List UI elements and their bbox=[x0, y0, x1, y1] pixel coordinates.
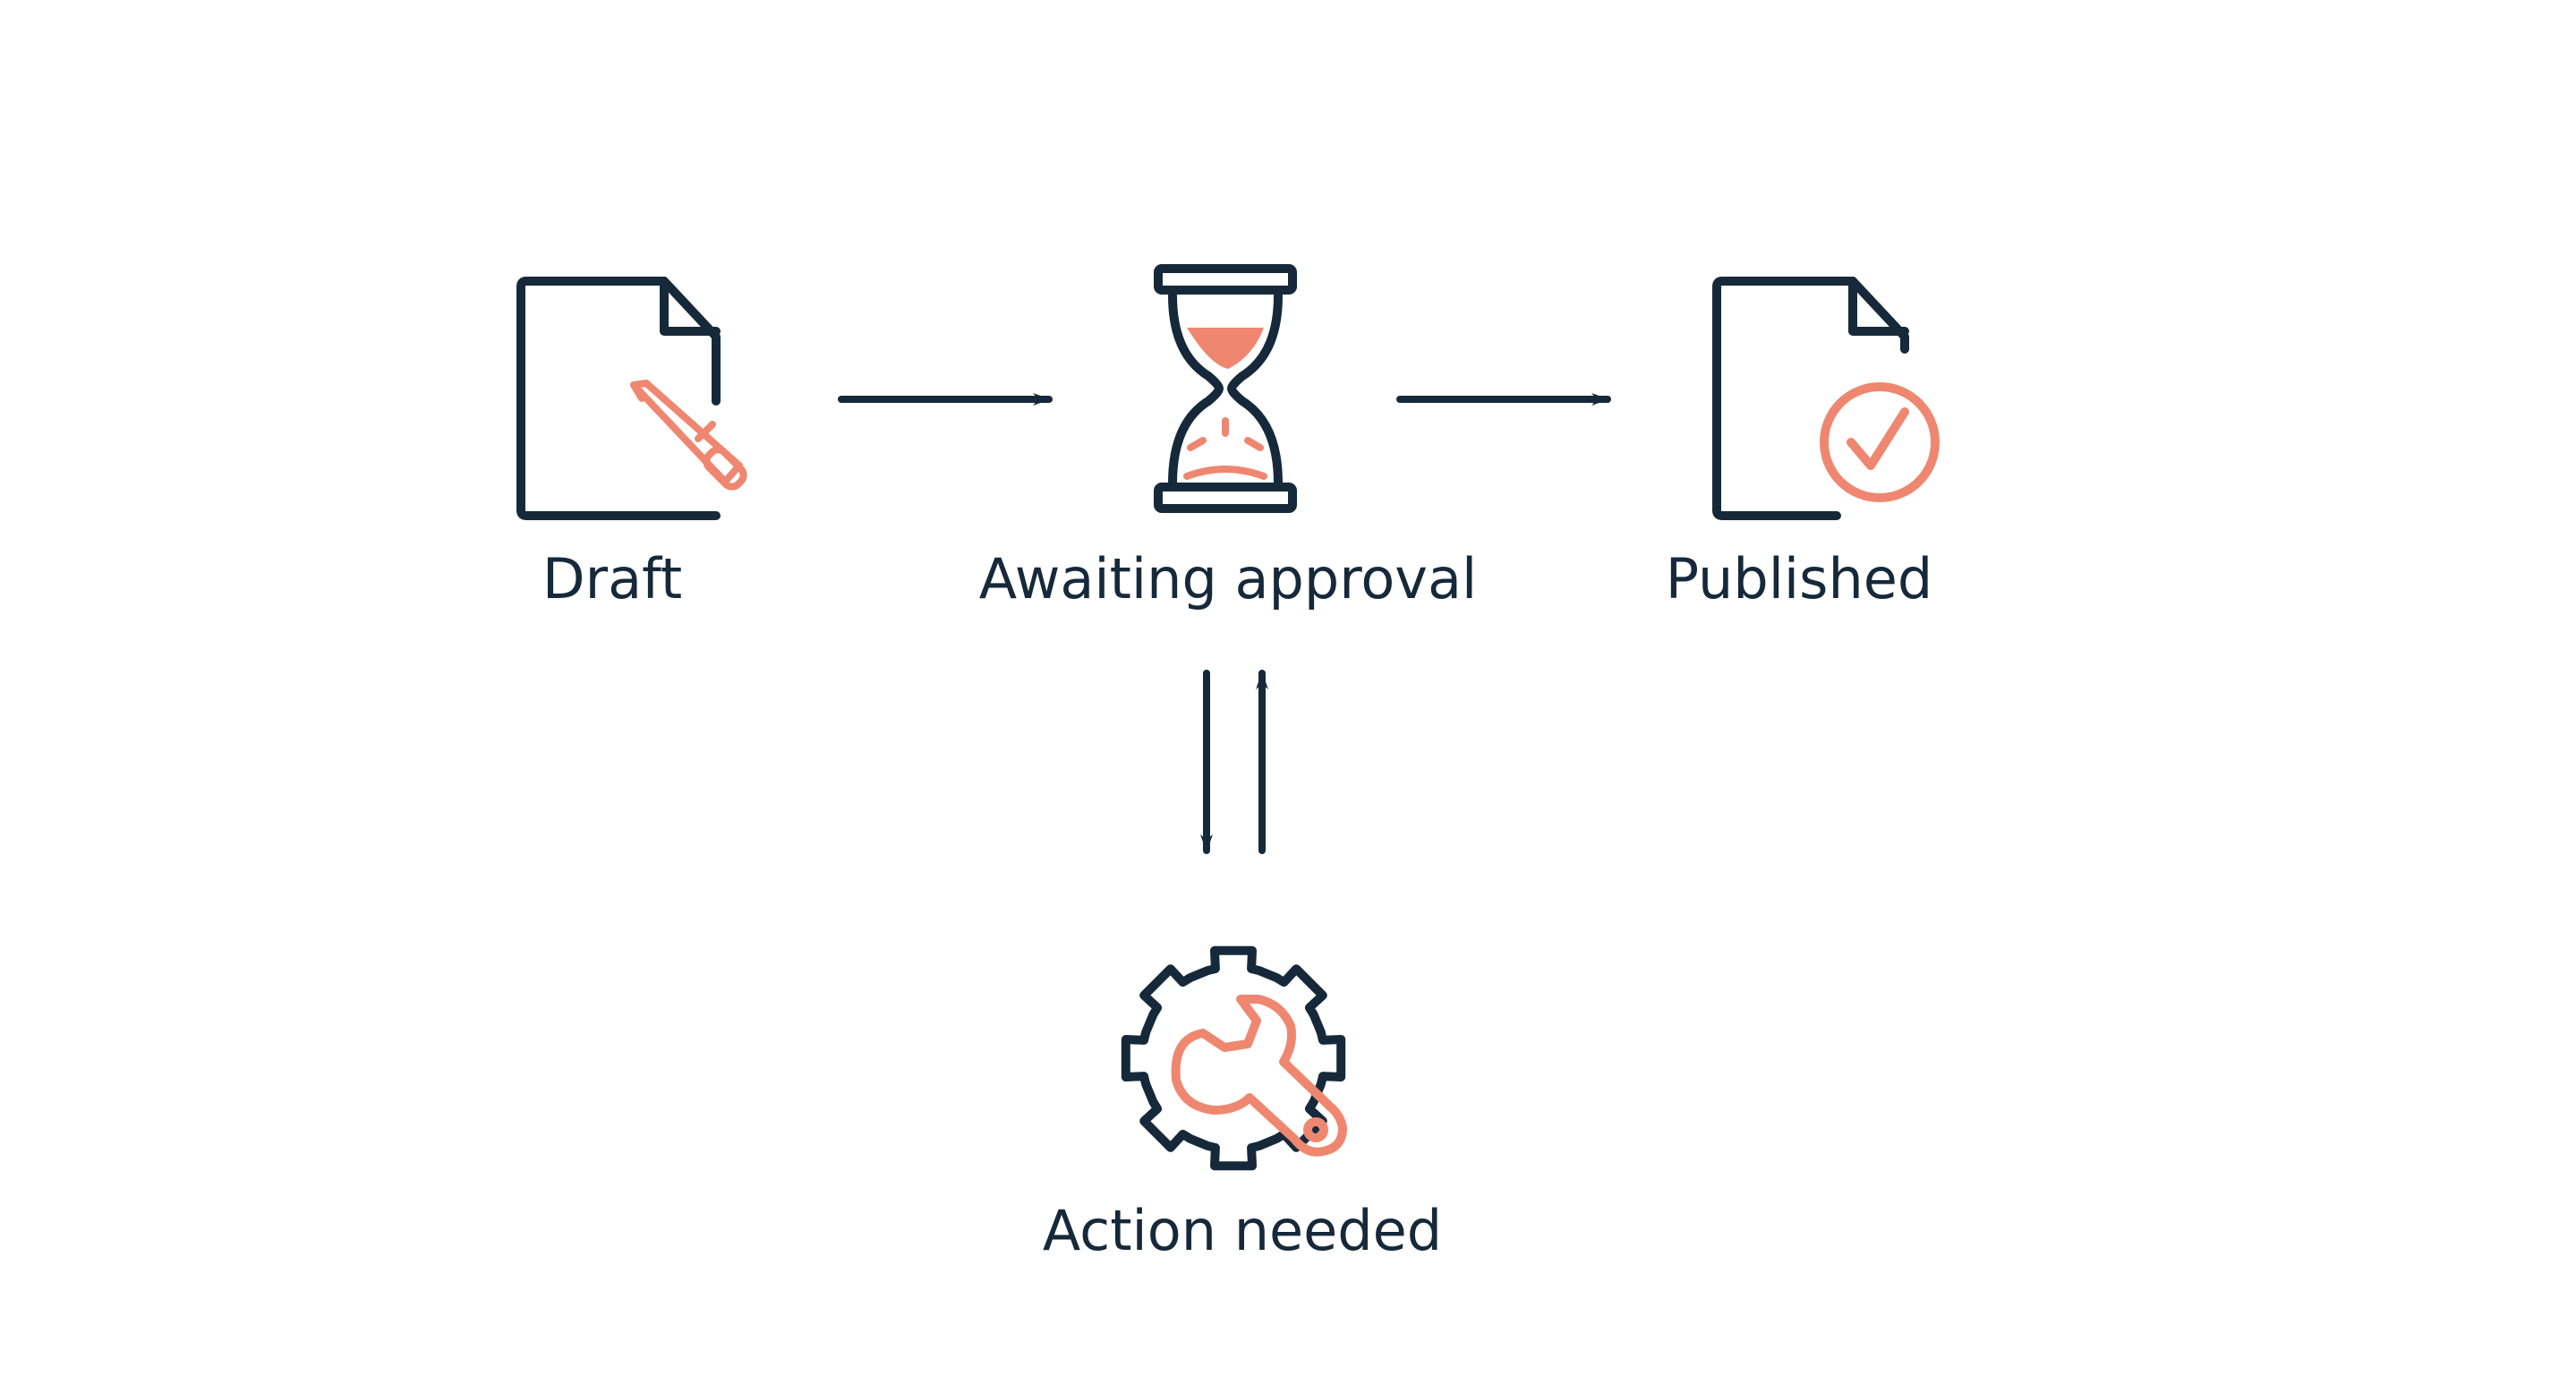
document-pen-icon bbox=[516, 277, 747, 520]
state-label-published: Published bbox=[1665, 546, 1933, 611]
state-label-awaiting-approval: Awaiting approval bbox=[978, 546, 1478, 611]
hourglass-icon bbox=[1154, 264, 1297, 513]
state-label-action-needed: Action needed bbox=[1042, 1198, 1443, 1263]
state-label-draft: Draft bbox=[542, 546, 683, 611]
document-check-icon bbox=[1712, 277, 1940, 520]
gear-wrench-icon bbox=[1121, 945, 1347, 1171]
